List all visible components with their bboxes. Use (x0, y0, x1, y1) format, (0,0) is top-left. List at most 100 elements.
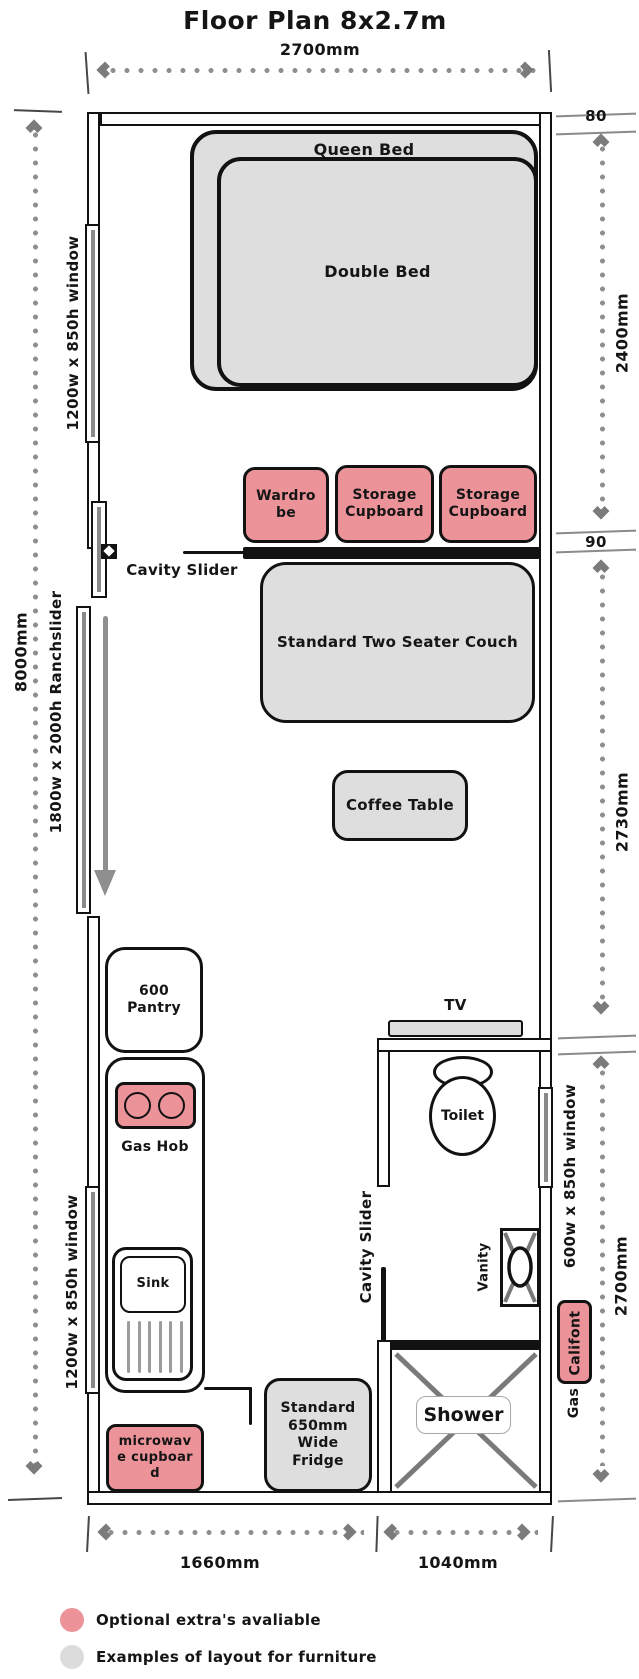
dim-line-bottom-right (390, 1529, 538, 1536)
dim-tick (86, 1515, 90, 1553)
dim-right-80: 80 (585, 107, 607, 125)
ranchslider-arrowhead-icon (94, 870, 116, 896)
wall-bottom (87, 1491, 552, 1505)
drainer-line (180, 1321, 183, 1373)
dim-tick (555, 130, 637, 136)
dim-line-2700 (599, 1066, 606, 1466)
latch-detail (103, 545, 115, 557)
wall-bathroom-top (377, 1038, 552, 1052)
window-left-top (85, 224, 100, 443)
dim-tick (547, 49, 553, 93)
window-pane (90, 230, 95, 437)
gas-prefix-label: Gas (566, 1387, 582, 1419)
arrow-right-icon (339, 1523, 357, 1541)
arrow-up-icon (25, 119, 43, 137)
dim-top-width: 2700mm (279, 40, 361, 59)
wall-bathroom-left-upper (377, 1050, 390, 1187)
dim-tick (7, 1497, 63, 1501)
vanity-label: Vanity (476, 1242, 492, 1292)
shower-label: Shower (423, 1404, 504, 1426)
dim-tick (550, 1515, 554, 1553)
window-right-label: 600w x 850h window (561, 1083, 579, 1269)
sink-basin: Sink (120, 1256, 186, 1313)
dim-line-bottom-left (104, 1529, 364, 1536)
dim-line-top (106, 67, 536, 74)
wall-shower-left (377, 1340, 392, 1493)
bench-counter-line (249, 1387, 252, 1425)
wall-bedroom-divider (243, 547, 540, 559)
slider-pane (97, 507, 101, 592)
arrow-up-icon (592, 133, 610, 151)
toilet: Toilet (429, 1076, 496, 1156)
dim-right-2400: 2400mm (612, 292, 632, 374)
arrow-left-icon (96, 61, 114, 79)
arrow-down-icon (592, 502, 610, 520)
window-right (538, 1087, 553, 1188)
arrow-left-icon (97, 1523, 115, 1541)
pantry-label: 600 Pantry (127, 982, 181, 1017)
wardrobe-label: Wardrobe (256, 487, 316, 522)
vanity-basin-icon (503, 1232, 537, 1303)
tv (388, 1020, 523, 1037)
dim-tick (375, 1515, 379, 1553)
dim-line-2730 (599, 570, 606, 1000)
dim-line-2400 (599, 142, 606, 524)
dim-right-90: 90 (585, 533, 607, 551)
fridge-label: Standard 650mm Wide Fridge (280, 1400, 356, 1469)
gas-hob-label: Gas Hob (121, 1139, 189, 1155)
window-pane (90, 1192, 95, 1388)
dim-tick (557, 1497, 637, 1503)
tv-label: TV (444, 996, 467, 1014)
cavity-slider-bedroom-label: Cavity Slider (126, 561, 238, 579)
window-pane (543, 1093, 548, 1182)
dim-bottom-left: 1660mm (179, 1553, 261, 1572)
slider-pane (81, 612, 86, 908)
coffee-table: Coffee Table (332, 770, 468, 841)
storage-cupboard-2: Storage Cupboard (439, 465, 537, 543)
drainer-line (159, 1321, 162, 1373)
hob-burner-icon (124, 1092, 151, 1119)
dim-right-2700: 2700mm (611, 1235, 631, 1317)
two-seater-couch: Standard Two Seater Couch (260, 562, 535, 723)
microwave-cupboard: microwave cupboard (106, 1424, 204, 1492)
dim-right-2730: 2730mm (612, 771, 632, 853)
coffee-table-label: Coffee Table (345, 796, 454, 815)
storage-cupboard-1: Storage Cupboard (335, 465, 434, 543)
drainer-line (148, 1321, 151, 1373)
dim-tick (557, 1050, 637, 1056)
dim-tick (84, 51, 90, 95)
dim-tick (557, 1034, 637, 1040)
door-latch-icon (101, 544, 117, 559)
double-bed: Double Bed (217, 157, 538, 387)
arrow-left-icon (383, 1523, 401, 1541)
queen-bed-label: Queen Bed (313, 140, 415, 159)
arrow-up-icon (592, 1055, 610, 1073)
ranchslider-direction-arrow (103, 616, 108, 872)
page-title: Floor Plan 8x2.7m (183, 6, 447, 35)
hob-burner-icon (158, 1092, 185, 1119)
arrow-right-icon (513, 1523, 531, 1541)
arrow-up-icon (592, 559, 610, 577)
wall-top (100, 112, 552, 126)
vanity (500, 1228, 540, 1307)
double-bed-label: Double Bed (324, 262, 431, 281)
arrow-right-icon (516, 61, 534, 79)
dim-line-left (32, 128, 39, 1468)
cavity-slider-door-bathroom (381, 1267, 386, 1397)
drainer-line (169, 1321, 172, 1373)
wall-shower-top (390, 1340, 540, 1350)
dim-bottom-right: 1040mm (417, 1553, 499, 1572)
ranchslider-label: 1800w x 2000h Ranchslider (47, 590, 65, 834)
microwave-label: microwave cupboard (117, 1433, 193, 1482)
window-left-bottom (85, 1186, 100, 1394)
toilet-label: Toilet (440, 1108, 485, 1124)
legend-optional-label: Optional extra's avaliable (96, 1611, 321, 1629)
wall-right (539, 112, 552, 1505)
cavity-slider-door-bedroom (183, 551, 245, 554)
arrow-down-icon (25, 1457, 43, 1475)
gas-califont: Califont (557, 1300, 592, 1384)
couch-label: Standard Two Seater Couch (276, 633, 519, 652)
drainer-line (127, 1321, 130, 1373)
sink-label: Sink (136, 1276, 170, 1292)
